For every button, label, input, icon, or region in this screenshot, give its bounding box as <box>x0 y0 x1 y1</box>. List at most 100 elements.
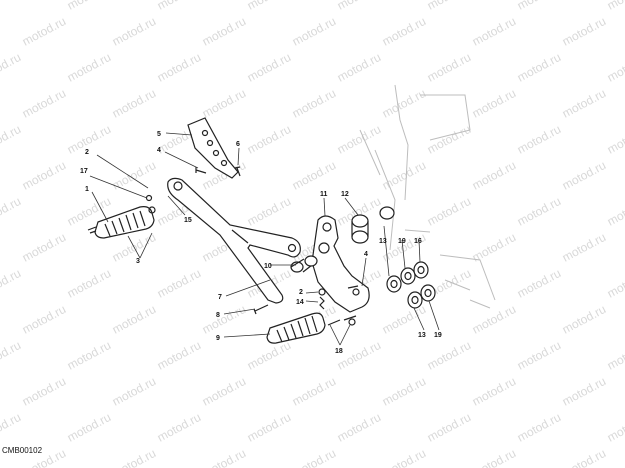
watermark-text: motod.ru <box>110 374 158 409</box>
callout-18: 18 <box>335 348 343 355</box>
watermark-text: motod.ru <box>605 338 625 373</box>
bolt-upper <box>195 167 207 174</box>
watermark-text: motod.ru <box>110 446 158 468</box>
watermark-text: motod.ru <box>380 446 428 468</box>
watermark-text: motod.ru <box>605 194 625 229</box>
watermark-text: motod.ru <box>110 158 158 193</box>
watermark-text: motod.ru <box>20 86 68 121</box>
watermark-text: motod.ru <box>515 50 563 85</box>
watermark-text: motod.ru <box>20 230 68 265</box>
screw-upper <box>234 166 241 177</box>
watermark-text: motod.ru <box>560 86 608 121</box>
watermark-text: motod.ru <box>470 446 518 468</box>
watermark-text: motod.ru <box>515 338 563 373</box>
callout-2-lower: 2 <box>299 289 303 296</box>
watermark-text: motod.ru <box>155 0 203 13</box>
watermark-text: motod.ru <box>245 410 293 445</box>
callout-4-lower: 4 <box>364 251 368 258</box>
watermark-text: motod.ru <box>560 302 608 337</box>
callout-7: 7 <box>218 294 222 301</box>
callout-19-upper: 19 <box>398 238 406 245</box>
callout-11: 11 <box>320 191 328 198</box>
pivot-screws <box>327 315 357 326</box>
callout-6: 6 <box>236 141 240 148</box>
callout-2-upper: 2 <box>85 149 89 156</box>
callout-13-lower: 13 <box>418 332 426 339</box>
watermark-text: motod.ru <box>605 50 625 85</box>
watermark-text: motod.ru <box>155 266 203 301</box>
watermark-text: motod.ru <box>0 410 23 445</box>
watermark-text: motod.ru <box>20 158 68 193</box>
watermark-text: motod.ru <box>425 338 473 373</box>
watermark-text: motod.ru <box>0 194 23 229</box>
watermark-text: motod.ru <box>200 14 248 49</box>
spring <box>318 288 326 310</box>
watermark-text: motod.ru <box>20 302 68 337</box>
watermark-text: motod.ru <box>335 50 383 85</box>
watermark-text: motod.ru <box>290 86 338 121</box>
watermark-text: motod.ru <box>515 194 563 229</box>
watermark-text: motod.ru <box>245 194 293 229</box>
watermark-text: motod.ru <box>65 50 113 85</box>
watermark-text: motod.ru <box>65 0 113 13</box>
watermark-text: motod.ru <box>470 14 518 49</box>
watermark-text: motod.ru <box>200 86 248 121</box>
watermark-text: motod.ru <box>65 122 113 157</box>
watermark-text: motod.ru <box>200 446 248 468</box>
callout-labels: 2 17 1 3 15 5 4 6 11 12 10 7 8 9 2 14 4 … <box>80 131 442 355</box>
callout-9: 9 <box>216 335 220 342</box>
callout-8: 8 <box>216 312 220 319</box>
callout-17: 17 <box>80 168 88 175</box>
watermark-text: motod.ru <box>0 338 23 373</box>
watermark-text: motod.ru <box>335 0 383 13</box>
collar <box>379 206 395 220</box>
spacer-cylinder <box>290 255 318 273</box>
watermark-text: motod.ru <box>155 338 203 373</box>
watermark-text: motod.ru <box>515 0 563 13</box>
main-footrest-bracket <box>167 177 301 304</box>
ghost-frame <box>359 84 496 309</box>
watermark-text: motod.ru <box>560 374 608 409</box>
watermark-text: motod.ru <box>65 338 113 373</box>
callout-3: 3 <box>136 258 140 265</box>
watermark-text: motod.ru <box>470 302 518 337</box>
watermark-text: motod.ru <box>65 266 113 301</box>
callout-14: 14 <box>296 299 304 306</box>
watermark-text: motod.ru <box>335 410 383 445</box>
watermark-text: motod.ru <box>245 0 293 13</box>
watermark-text: motod.ru <box>605 266 625 301</box>
watermark-text: motod.ru <box>560 14 608 49</box>
watermark-text: motod.ru <box>470 158 518 193</box>
bolt-lower <box>253 304 269 315</box>
callout-16: 16 <box>414 238 422 245</box>
drawing-code: CMB00102 <box>2 446 43 455</box>
watermark-text: motod.ru <box>290 446 338 468</box>
watermark-text: motod.ru <box>560 230 608 265</box>
watermark-text: motod.ru <box>200 374 248 409</box>
watermark-text: motod.ru <box>20 374 68 409</box>
watermark-text: motod.ru <box>0 50 23 85</box>
watermark-text: motod.ru <box>0 266 23 301</box>
callout-19-lower: 19 <box>434 332 442 339</box>
watermark-text: motod.ru <box>335 338 383 373</box>
watermark-text: motod.ru <box>290 158 338 193</box>
watermark-text: motod.ru <box>470 86 518 121</box>
watermark-text: motod.ru <box>245 338 293 373</box>
watermark-text: motod.ru <box>0 0 23 13</box>
watermark-text: motod.ru <box>605 122 625 157</box>
bush <box>351 214 369 244</box>
watermark-text: motod.ru <box>425 410 473 445</box>
callout-4-upper: 4 <box>157 147 161 154</box>
watermark-text: motod.ru <box>605 410 625 445</box>
right-footpeg <box>266 312 326 344</box>
watermark-text: motod.ru <box>110 302 158 337</box>
watermark-text: motod.ru <box>560 446 608 468</box>
watermark-text: motod.ru <box>515 266 563 301</box>
watermark-text: motod.ru <box>65 410 113 445</box>
watermark-text: motod.ru <box>380 86 428 121</box>
callout-5: 5 <box>157 131 161 138</box>
washer-stack-upper <box>386 261 429 293</box>
pin-4-right <box>347 285 359 289</box>
